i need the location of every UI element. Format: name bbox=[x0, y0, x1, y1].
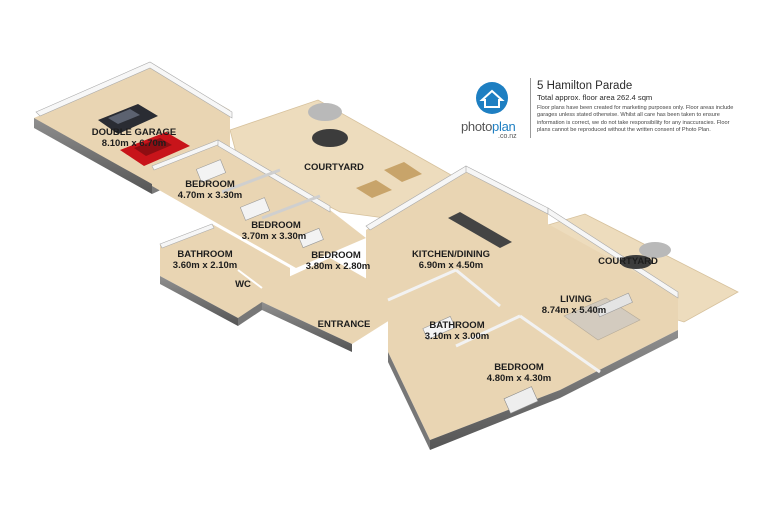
courtyard-right-label: COURTYARD bbox=[598, 256, 658, 267]
car-red-icon bbox=[120, 132, 190, 166]
bedroom1-label: BEDROOM bbox=[185, 179, 235, 190]
bathroom2-dims: 3.10m x 3.00m bbox=[425, 331, 489, 342]
bed-icon bbox=[195, 159, 227, 183]
umbrella-icon bbox=[308, 103, 348, 147]
bedroom-wing bbox=[151, 139, 366, 268]
photoplan-logo-icon bbox=[476, 82, 508, 114]
info-panel: 5 Hamilton Parade Total approx. floor ar… bbox=[537, 80, 742, 135]
brand-wordmark: photoplan bbox=[461, 119, 516, 134]
living-label: LIVING bbox=[560, 294, 592, 305]
bed-icon bbox=[239, 197, 271, 221]
bedroom3-dims: 3.80m x 2.80m bbox=[306, 261, 370, 272]
bedroom3-label: BEDROOM bbox=[311, 250, 361, 261]
brand-domain: .co.nz bbox=[498, 133, 517, 140]
bedroom2-label: BEDROOM bbox=[251, 220, 301, 231]
header-divider bbox=[530, 78, 531, 138]
bench-icon bbox=[356, 162, 422, 198]
bedroom4-label: BEDROOM bbox=[494, 362, 544, 373]
kitchen-dims: 6.90m x 4.50m bbox=[419, 260, 483, 271]
bathroom2-label: BATHROOM bbox=[429, 320, 484, 331]
garage-label: DOUBLE GARAGE bbox=[92, 127, 176, 138]
bed-icon bbox=[298, 227, 324, 249]
brand-main: photo bbox=[461, 119, 493, 134]
car-dark-icon bbox=[98, 104, 158, 134]
bathroom1-dims: 3.60m x 2.10m bbox=[173, 260, 237, 271]
bed-icon bbox=[503, 386, 539, 414]
kitchen-label: KITCHEN/DINING bbox=[412, 249, 490, 260]
bath-entrance-block bbox=[159, 223, 390, 352]
entrance-label: ENTRANCE bbox=[318, 319, 371, 330]
courtyard-top-label: COURTYARD bbox=[304, 162, 364, 173]
garage-dims: 8.10m x 6.70m bbox=[102, 138, 166, 149]
living-wing bbox=[365, 165, 679, 450]
disclaimer: Floor plans have been created for market… bbox=[537, 105, 734, 134]
wc-label: WC bbox=[235, 279, 251, 290]
bathtub-icon bbox=[422, 316, 456, 340]
umbrella-icon bbox=[620, 242, 671, 269]
bedroom2-dims: 3.70m x 3.30m bbox=[242, 231, 306, 242]
brand-accent: plan bbox=[492, 119, 516, 134]
rug-icon bbox=[563, 297, 641, 341]
address-title: 5 Hamilton Parade bbox=[537, 80, 633, 92]
total-area: Total approx. floor area 262.4 sqm bbox=[537, 93, 653, 102]
bathroom1-label: BATHROOM bbox=[177, 249, 232, 260]
living-dims: 8.74m x 5.40m bbox=[542, 305, 606, 316]
bedroom4-dims: 4.80m x 4.30m bbox=[487, 373, 551, 384]
bedroom1-dims: 4.70m x 3.30m bbox=[178, 190, 242, 201]
kitchen-bench-icon bbox=[448, 212, 512, 248]
sofa-icon bbox=[595, 292, 633, 318]
